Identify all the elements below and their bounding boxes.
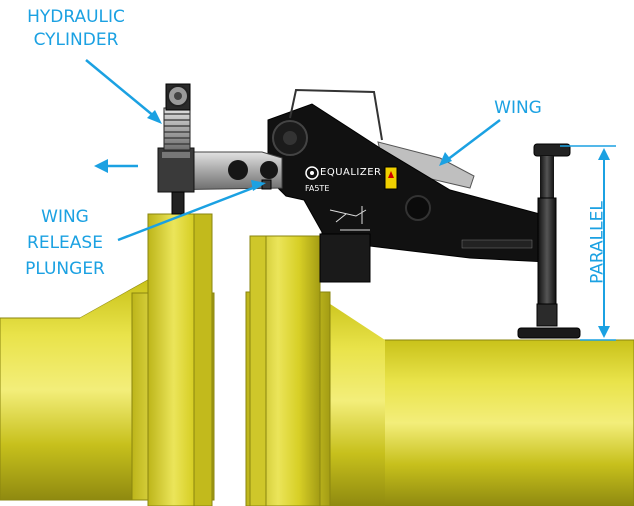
wire-handle xyxy=(289,88,383,141)
arrow-wing xyxy=(446,119,501,161)
arrow-hydraulic-cylinder xyxy=(85,59,156,118)
right-flange-face xyxy=(249,235,267,506)
arrow-wing-release-plunger xyxy=(117,184,259,242)
tool-brand-text: EQUALIZER xyxy=(320,167,382,178)
jack-foot xyxy=(517,327,581,339)
callout-arrows xyxy=(85,59,616,341)
tool-leg xyxy=(319,233,371,283)
equalizer-logo-icon xyxy=(305,166,319,180)
left-pipe xyxy=(0,213,215,506)
jack-body xyxy=(537,197,557,309)
tool-model-text: FA5TE xyxy=(305,184,330,193)
leveling-jack xyxy=(517,143,581,339)
left-pipe-taper xyxy=(80,280,148,500)
serial-plate xyxy=(461,239,533,249)
wing-diagram-decal-icon xyxy=(329,206,370,231)
label-hydraulic-cylinder-line2: CYLINDER xyxy=(33,30,119,50)
label-wing: WING xyxy=(494,98,542,118)
label-wing-release-line2: RELEASE xyxy=(27,233,103,253)
label-wing-release-line1: WING xyxy=(41,207,89,227)
tool-body xyxy=(267,88,549,283)
hydraulic-cylinder xyxy=(157,83,195,215)
body-hole xyxy=(405,195,431,221)
cylinder-rod xyxy=(171,191,185,215)
left-flange-face xyxy=(193,213,213,506)
right-pipe xyxy=(245,235,634,506)
label-parallel: PARALLEL xyxy=(587,201,608,284)
right-pipe-taper xyxy=(318,296,385,506)
label-wing-release-line3: PLUNGER xyxy=(25,259,105,279)
label-hydraulic-cylinder-line1: HYDRAULIC xyxy=(27,7,125,27)
